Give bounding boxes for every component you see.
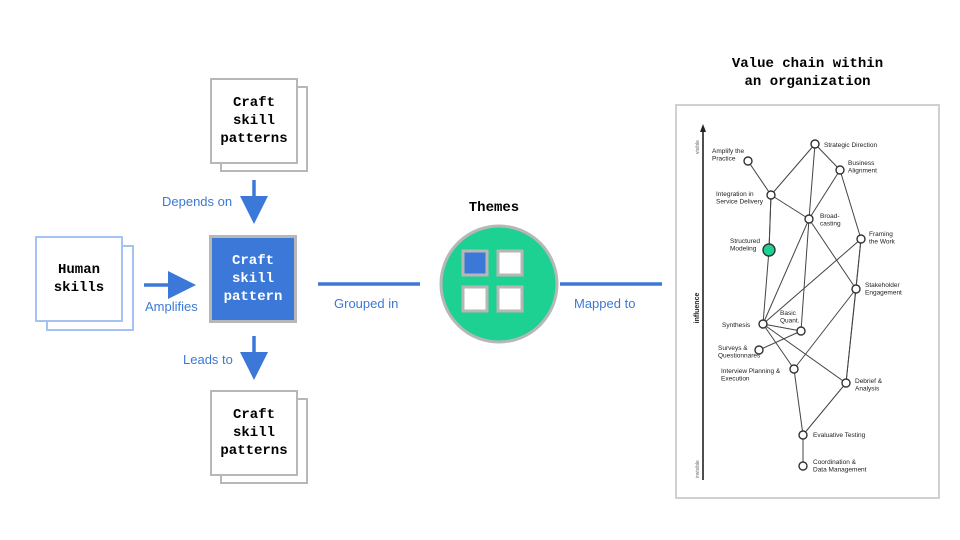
human-skills-card: Human skills	[35, 236, 123, 322]
value-chain-graph: influence visible invisible Strategic Direc…	[694, 124, 902, 480]
node-integration	[766, 190, 776, 200]
node-label-evaluative: Evaluative Testing	[813, 432, 866, 439]
node-framing	[856, 234, 866, 244]
node-label-coordination: Coordination &Data Management	[813, 459, 867, 474]
edge-structured-synthesis	[762, 249, 770, 325]
edge-broadcasting-business	[808, 169, 841, 220]
edge-debrief-evaluative	[802, 382, 847, 436]
node-broadcasting	[804, 214, 814, 224]
edge-integration-broadcasting	[770, 194, 810, 220]
edge-broadcasting-stakeholder	[808, 218, 857, 290]
edge-structured-integration	[768, 194, 772, 251]
edge-strategic-broadcasting	[808, 143, 816, 220]
mapped-to-label: Mapped to	[574, 296, 636, 311]
value-chain-frame: influence visible invisible Strategic Direc…	[675, 104, 940, 499]
craft-skill-pattern-core: Craft skill pattern	[209, 235, 297, 323]
node-label-strategic: Strategic Direction	[824, 142, 877, 149]
node-label-interview: Interview Planning &Execution	[721, 368, 781, 383]
amplifies-label: Amplifies	[145, 299, 198, 314]
node-amplify	[743, 156, 753, 166]
node-basicquant	[796, 326, 806, 336]
node-coordination	[798, 461, 808, 471]
edge-synthesis-framing	[762, 238, 862, 325]
edge-integration-strategic	[770, 143, 816, 196]
edge-synthesis-basicquant	[762, 323, 802, 332]
node-label-surveys: Surveys &Questionnares	[718, 345, 761, 360]
node-evaluative	[798, 430, 808, 440]
node-surveys	[754, 345, 764, 355]
depends-on-label: Depends on	[162, 194, 233, 209]
node-synthesis	[758, 319, 768, 329]
axis-invisible-label: invisible	[695, 460, 701, 478]
node-interview	[789, 364, 799, 374]
craft-skill-patterns-bottom: Craft skill patterns	[210, 390, 298, 476]
node-stakeholder	[851, 284, 861, 294]
edge-basicquant-surveys	[758, 330, 802, 351]
node-label-debrief: Debrief &Analysis	[855, 378, 883, 393]
node-structured	[762, 243, 776, 257]
value-chain-title: Value chain within an organization	[731, 56, 884, 90]
craft-skill-patterns-top: Craft skill patterns	[210, 78, 298, 164]
edge-interview-evaluative	[793, 368, 804, 436]
node-business	[835, 165, 845, 175]
node-debrief	[841, 378, 851, 388]
node-label-broadcasting: Broad-casting	[820, 213, 841, 228]
edge-amplify-integration	[747, 160, 772, 196]
influence-axis-arrowhead	[700, 124, 706, 132]
edge-synthesis-interview	[762, 323, 795, 370]
node-strategic	[810, 139, 820, 149]
edge-stakeholder-interview	[793, 288, 857, 370]
leads-to-label: Leads to	[183, 352, 233, 367]
edge-strategic-business	[814, 143, 841, 171]
axis-visible-label: visible	[695, 140, 701, 154]
edge-synthesis-debrief	[762, 323, 847, 384]
grouped-in-label: Grouped in	[334, 296, 399, 311]
edge-business-framing	[839, 169, 862, 240]
influence-axis-label: influence	[694, 293, 701, 324]
node-label-synthesis: Synthesis	[722, 322, 751, 329]
edge-broadcasting-basicquant	[800, 218, 810, 332]
edge-broadcasting-synthesis	[762, 218, 810, 325]
themes-icon	[439, 224, 559, 344]
themes-title: Themes	[468, 200, 520, 216]
edge-stakeholder-debrief	[845, 288, 857, 384]
